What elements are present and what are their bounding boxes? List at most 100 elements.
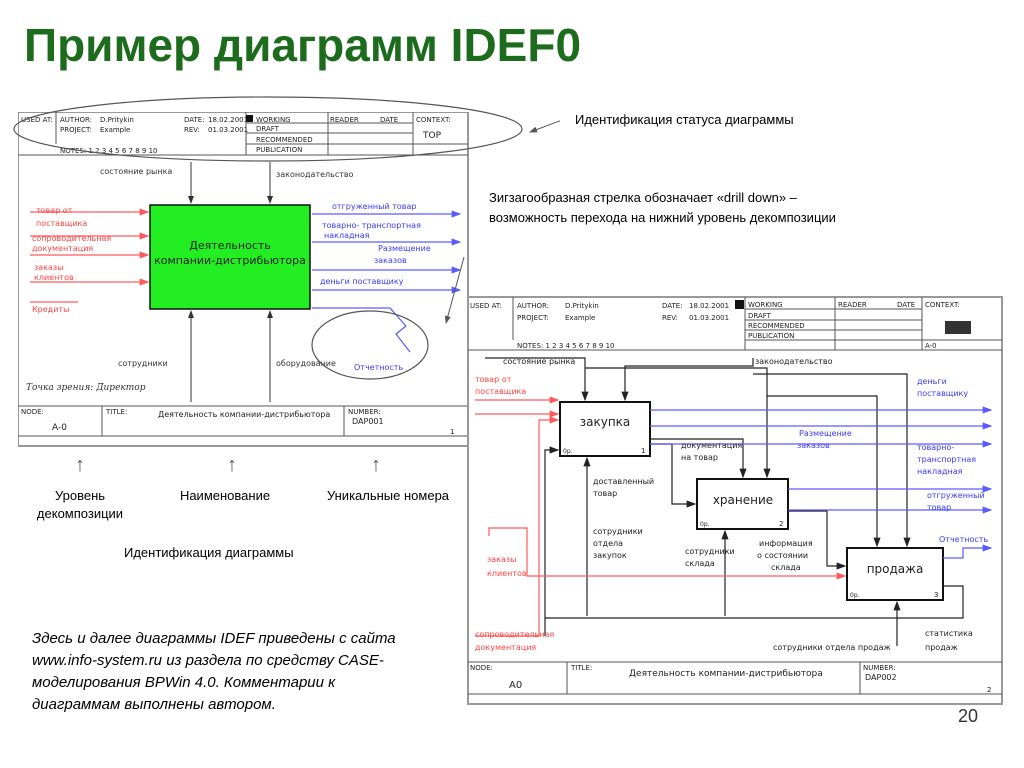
input-arrows bbox=[475, 396, 847, 637]
process-code: 0р. bbox=[563, 448, 573, 455]
activity-label-line2: компании-дистрибьютора bbox=[154, 254, 306, 267]
name-annotation: Наименование bbox=[179, 488, 271, 503]
drill-down-label: Отчетность bbox=[354, 363, 403, 372]
inner-label: закупок bbox=[593, 551, 627, 560]
inner-label: статистика bbox=[925, 629, 973, 638]
up-arrow-icon: ↑ bbox=[75, 454, 85, 476]
control-label: законодательство bbox=[276, 170, 354, 179]
control-label: законодательство bbox=[755, 357, 833, 366]
context-label: CONTEXT: bbox=[925, 301, 960, 309]
output-label: Размещение bbox=[799, 429, 852, 438]
inner-label: склада bbox=[685, 559, 715, 568]
title-value: Деятельность компании-дистрибьютора bbox=[158, 410, 330, 419]
used-at: USED AT: bbox=[21, 116, 53, 124]
output-label: накладная bbox=[324, 231, 370, 240]
reader-label: READER bbox=[330, 116, 359, 124]
process-code: 0р. bbox=[700, 521, 710, 528]
inner-label: на товар bbox=[681, 453, 718, 462]
frame-header: USED AT: AUTHOR: D.Pritykin PROJECT: Exa… bbox=[18, 112, 468, 156]
author-label: AUTHOR: bbox=[517, 302, 549, 310]
input-label: товар от bbox=[475, 375, 512, 384]
inner-label: доставленный bbox=[593, 477, 654, 486]
date2-label: DATE bbox=[897, 301, 915, 309]
zigzag-pointer-arrow bbox=[444, 256, 465, 324]
slide-title: Пример диаграмм IDEF0 bbox=[24, 19, 582, 71]
context-node: A-0 bbox=[925, 342, 937, 350]
node-value: A-0 bbox=[52, 423, 67, 433]
output-label: деньги поставщику bbox=[320, 277, 404, 286]
node-value: A0 bbox=[509, 680, 522, 691]
inner-label: отдела bbox=[593, 539, 623, 548]
level-annotation-line1: Уровень bbox=[54, 488, 106, 503]
output-label: товар bbox=[927, 503, 951, 512]
context-value: TOP bbox=[422, 131, 442, 141]
mechanism-label: сотрудники bbox=[118, 359, 168, 368]
output-label: заказов bbox=[374, 256, 407, 265]
input-label: поставщика bbox=[475, 387, 526, 396]
frame-footer: NODE: A-0 TITLE: Деятельность компании-д… bbox=[18, 405, 468, 437]
inner-label: документация bbox=[681, 441, 742, 450]
output-label: товарно- bbox=[917, 443, 954, 452]
viewpoint: Точка зрения: Директор bbox=[26, 383, 146, 393]
output-labels: деньги поставщику Размещение заказов тов… bbox=[797, 377, 988, 544]
number-value: DAP002 bbox=[865, 673, 897, 682]
inner-label: товар bbox=[593, 489, 617, 498]
project-label: PROJECT: bbox=[517, 314, 549, 322]
date-label: DATE: bbox=[184, 116, 205, 124]
project-name: Example bbox=[100, 126, 130, 134]
status-annotation: Идентификация статуса диаграммы bbox=[575, 112, 794, 127]
mechanism-label: оборудование bbox=[276, 359, 336, 368]
process-label: закупка bbox=[580, 415, 631, 429]
inner-label: сотрудники отдела продаж bbox=[773, 643, 891, 652]
control-label: состояние рынка bbox=[503, 357, 575, 366]
title-value: Деятельность компании-дистрибьютора bbox=[629, 669, 823, 679]
status-ellipse bbox=[13, 96, 523, 162]
inner-label: продаж bbox=[925, 643, 958, 652]
output-label: отгруженный bbox=[927, 491, 985, 500]
input-label: поставщика bbox=[36, 219, 87, 228]
node-label: NODE: bbox=[470, 664, 493, 672]
page-value: 1 bbox=[450, 428, 454, 436]
status-publication: PUBLICATION bbox=[748, 332, 794, 340]
number-label: NUMBER: bbox=[863, 664, 896, 672]
inner-label: информация bbox=[759, 539, 813, 548]
frame-header: USED AT: AUTHOR: D.Pritykin PROJECT: Exa… bbox=[468, 297, 1002, 351]
status-working: WORKING bbox=[256, 116, 291, 124]
process-number: 2 bbox=[779, 520, 783, 528]
output-label: Размещение bbox=[378, 244, 431, 253]
output-label: деньги bbox=[917, 377, 947, 386]
input-label: сопроводительная bbox=[475, 630, 554, 639]
inner-label: сотрудники bbox=[685, 547, 735, 556]
process-code: 0р. bbox=[850, 592, 860, 599]
date-label: DATE: bbox=[662, 302, 683, 310]
page-value: 2 bbox=[987, 686, 991, 694]
footnote: Здесь и далее диаграммы IDEF приведены с… bbox=[32, 630, 396, 713]
title-label: TITLE: bbox=[570, 664, 592, 672]
status-pointer-arrow bbox=[529, 120, 560, 133]
output-arrows: отгруженный товар товарно- транспортная … bbox=[312, 202, 462, 294]
input-label: клиентов bbox=[34, 273, 74, 282]
notes: NOTES: 1 2 3 4 5 6 7 8 9 10 bbox=[60, 147, 158, 155]
notes: NOTES: 1 2 3 4 5 6 7 8 9 10 bbox=[517, 342, 615, 350]
input-label: документация bbox=[32, 244, 93, 253]
title-label: TITLE: bbox=[105, 408, 127, 416]
input-label: заказы bbox=[34, 263, 63, 272]
project-label: PROJECT: bbox=[60, 126, 92, 134]
status-recommended: RECOMMENDED bbox=[748, 322, 805, 330]
status-draft: DRAFT bbox=[748, 312, 772, 320]
status-publication: PUBLICATION bbox=[256, 146, 302, 154]
activity-label-line1: Деятельность bbox=[189, 239, 271, 252]
process-number: 3 bbox=[934, 591, 938, 599]
numbers-annotation: Уникальные номера bbox=[326, 488, 450, 503]
author-name: D.Pritykin bbox=[100, 116, 134, 124]
process-label: хранение bbox=[713, 493, 773, 507]
output-label: отгруженный товар bbox=[332, 202, 416, 211]
output-arrows bbox=[650, 406, 993, 559]
zigzag-annotation-line1: Зигзагообразная стрелка обозначает «dril… bbox=[489, 190, 797, 205]
output-label: товарно- транспортная bbox=[322, 221, 421, 230]
idef0-context-diagram: USED AT: AUTHOR: D.Pritykin PROJECT: Exa… bbox=[18, 112, 469, 447]
rev-label: REV: bbox=[184, 126, 200, 134]
control-label: состояние рынка bbox=[100, 167, 172, 176]
drill-down-ellipse bbox=[311, 310, 429, 380]
level-annotation-line2: декомпозиции bbox=[36, 506, 124, 521]
